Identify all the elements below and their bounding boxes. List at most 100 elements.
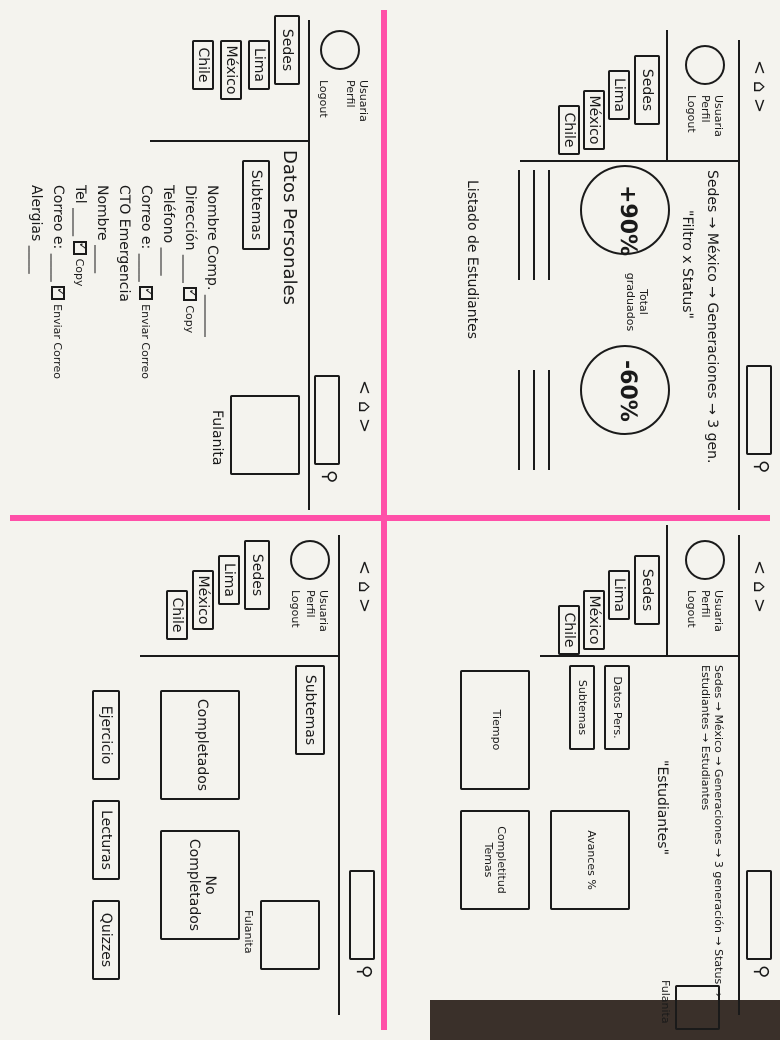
sidebar-border: [540, 655, 740, 657]
logout-link[interactable]: Logout: [685, 95, 698, 133]
subtemas-title[interactable]: Subtemas: [295, 665, 325, 755]
sede-item-mexico[interactable]: México: [192, 570, 214, 630]
sedes-button[interactable]: Sedes: [274, 15, 300, 85]
sede-item-lima[interactable]: Lima: [248, 40, 270, 90]
tab-datos-personales[interactable]: Datos Pers.: [604, 665, 630, 750]
field-label: CTO Emergencia: [116, 185, 132, 302]
students-list-title: Listado de Estudiantes: [464, 180, 480, 340]
topbar-line: [338, 535, 340, 1015]
search-input[interactable]: [746, 870, 772, 960]
field-label: Nombre Comp.: [204, 185, 220, 291]
student-avatar: [260, 900, 320, 970]
student-avatar: [230, 395, 300, 475]
search-icon[interactable]: ⚲: [354, 965, 375, 979]
personal-data-form: Nombre Comp. ______ Dirección ____ Copy …: [22, 185, 220, 395]
progress-box: Avances %: [550, 810, 630, 910]
student-name: Fulanita: [242, 910, 255, 954]
divider-horizontal: [381, 10, 387, 1030]
desk-background: [430, 1000, 780, 1040]
sede-item-lima[interactable]: Lima: [608, 70, 630, 120]
student-name: Fulanita: [659, 980, 672, 1024]
user-profile-label: Usuaria Perfil: [699, 590, 725, 632]
subtemas-button[interactable]: Subtemas: [242, 160, 270, 250]
home-icon[interactable]: ⌂: [749, 80, 770, 93]
list-row: [533, 170, 535, 280]
time-box: Tiempo: [460, 670, 530, 790]
sede-item-chile[interactable]: Chile: [558, 105, 580, 155]
topbar-line: [308, 20, 310, 510]
search-input[interactable]: [349, 870, 375, 960]
forward-button[interactable]: >: [354, 418, 375, 434]
graduated-percent: +90%: [615, 185, 640, 257]
sede-item-lima[interactable]: Lima: [218, 555, 240, 605]
copy-checkbox[interactable]: [73, 240, 87, 255]
section-subtitle: "Estudiantes": [654, 760, 670, 856]
field-label: Nombre: [94, 185, 110, 241]
back-button[interactable]: <: [354, 380, 375, 396]
list-row: [548, 170, 550, 280]
forward-button[interactable]: >: [354, 598, 375, 614]
copy-checkbox[interactable]: [183, 287, 197, 302]
search-input[interactable]: [746, 365, 772, 455]
logout-link[interactable]: Logout: [317, 80, 330, 118]
list-row: [518, 370, 520, 470]
logout-link[interactable]: Logout: [685, 590, 698, 628]
filter-label[interactable]: "Filtro x Status": [679, 210, 695, 319]
back-button[interactable]: <: [749, 60, 770, 76]
send-email-checkbox[interactable]: [139, 286, 153, 301]
user-profile-label: Usuaria Perfil: [304, 590, 330, 632]
sede-item-chile[interactable]: Chile: [192, 40, 214, 90]
search-icon[interactable]: ⚲: [751, 965, 772, 979]
search-input[interactable]: [314, 375, 340, 465]
avatar-icon[interactable]: [290, 540, 330, 580]
tab-subtemas[interactable]: Subtemas: [569, 665, 595, 750]
field-label: Teléfono: [160, 185, 176, 244]
sedes-button[interactable]: Sedes: [244, 540, 270, 610]
forward-button[interactable]: >: [749, 98, 770, 114]
list-row: [518, 170, 520, 280]
not-completed-box[interactable]: No Completados: [160, 830, 240, 940]
sidebar-separator: [666, 525, 668, 655]
tab-lecturas[interactable]: Lecturas: [92, 800, 120, 880]
home-icon[interactable]: ⌂: [749, 580, 770, 593]
completion-box: Completitud Temas: [460, 810, 530, 910]
back-button[interactable]: <: [354, 560, 375, 576]
search-icon[interactable]: ⚲: [319, 470, 340, 484]
sedes-button[interactable]: Sedes: [634, 55, 660, 125]
back-button[interactable]: <: [749, 560, 770, 576]
sede-item-mexico[interactable]: México: [220, 40, 242, 100]
home-icon[interactable]: ⌂: [354, 400, 375, 413]
send-email-checkbox[interactable]: [51, 286, 65, 301]
sede-item-chile[interactable]: Chile: [166, 590, 188, 640]
sede-item-chile[interactable]: Chile: [558, 605, 580, 655]
sede-item-mexico[interactable]: México: [583, 590, 605, 650]
logout-link[interactable]: Logout: [289, 590, 302, 628]
dropout-percent: -60%: [615, 360, 640, 422]
user-profile-label: Usuaria Perfil: [699, 95, 725, 137]
tab-ejercicio[interactable]: Ejercicio: [92, 690, 120, 780]
section-title: Datos Personales: [279, 150, 300, 306]
user-profile-label: Usuaria Perfil: [344, 80, 370, 122]
student-avatar: [675, 985, 720, 1030]
topbar-line: [738, 535, 740, 1015]
sidebar-border: [520, 160, 740, 162]
sede-item-lima[interactable]: Lima: [608, 570, 630, 620]
completed-box[interactable]: Completados: [160, 690, 240, 800]
avatar-icon[interactable]: [320, 30, 360, 70]
forward-button[interactable]: >: [749, 598, 770, 614]
sidebar-border: [150, 140, 310, 142]
topbar-line: [738, 40, 740, 510]
sidebar-border: [140, 655, 340, 657]
sedes-button[interactable]: Sedes: [634, 555, 660, 625]
field-label: Correo e:: [138, 185, 154, 250]
list-row: [548, 370, 550, 470]
breadcrumb: Sedes → México → Generaciones → 3 genera…: [699, 665, 725, 997]
tab-quizzes[interactable]: Quizzes: [92, 900, 120, 980]
field-label: Dirección: [182, 185, 198, 251]
home-icon[interactable]: ⌂: [354, 580, 375, 593]
sede-item-mexico[interactable]: México: [583, 90, 605, 150]
avatar-icon[interactable]: [685, 540, 725, 580]
avatar-icon[interactable]: [685, 45, 725, 85]
search-icon[interactable]: ⚲: [751, 460, 772, 474]
